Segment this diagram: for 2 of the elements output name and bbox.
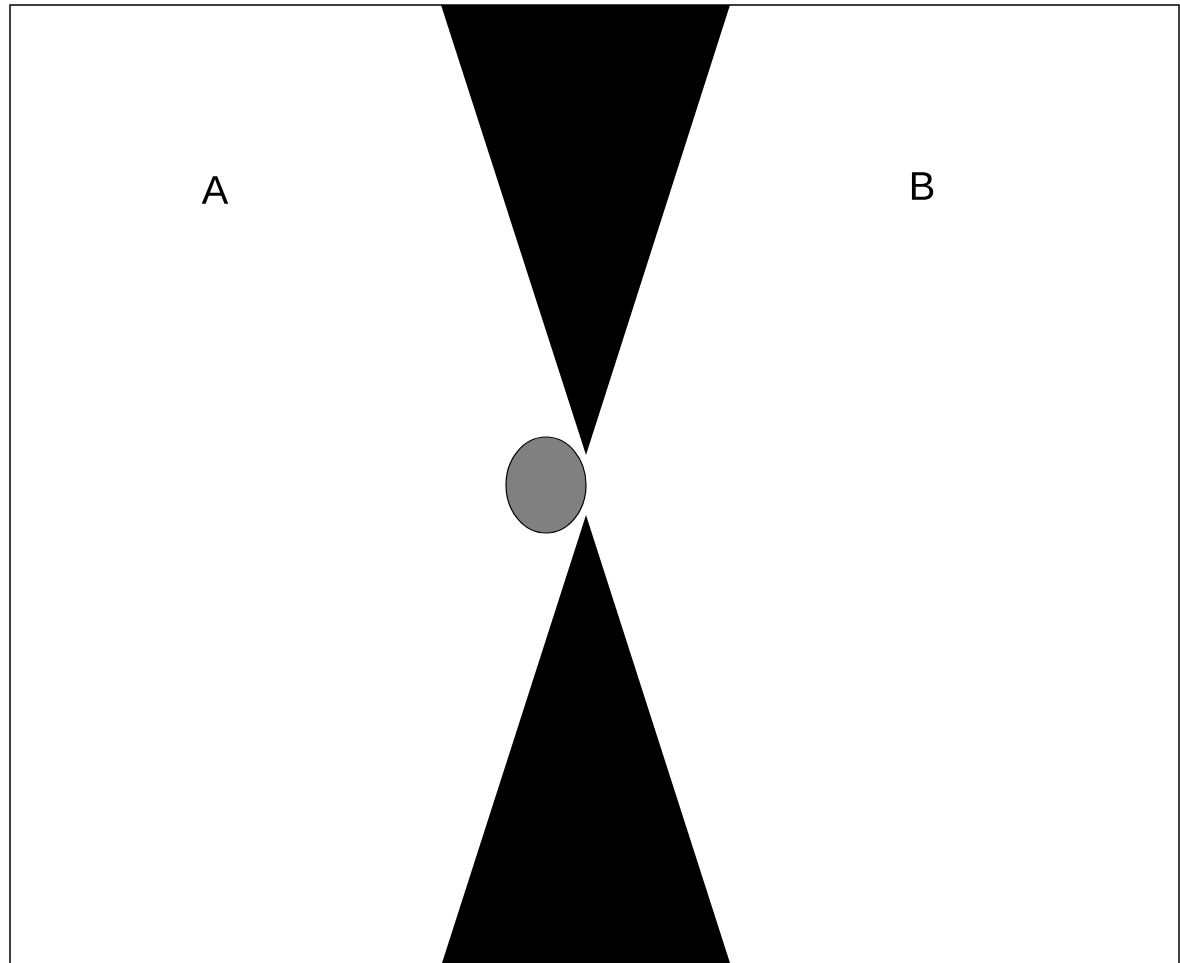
region-label: A bbox=[201, 176, 229, 204]
region-label: B bbox=[911, 172, 934, 200]
